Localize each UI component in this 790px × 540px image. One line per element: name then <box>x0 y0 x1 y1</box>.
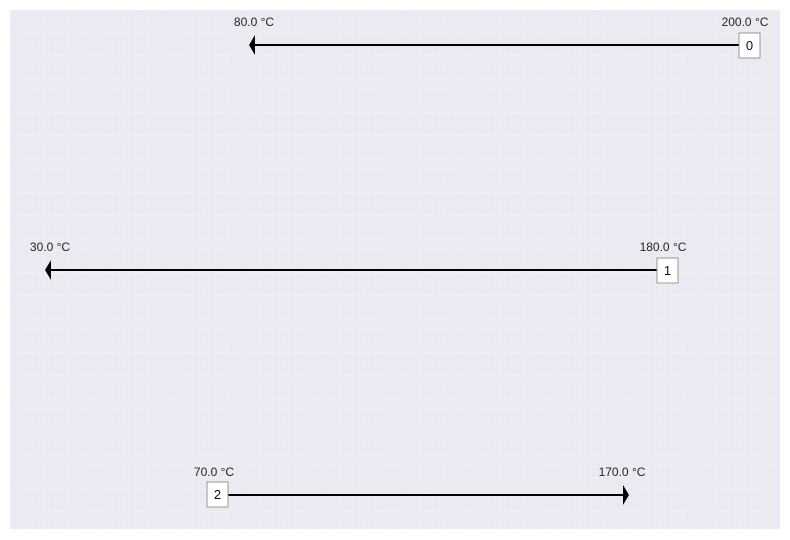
stream-1: 30.0 °C 180.0 °C 1 <box>30 240 687 284</box>
stream-id: 1 <box>664 263 671 278</box>
end-temp-label: 30.0 °C <box>30 240 70 254</box>
start-temp-label: 180.0 °C <box>640 240 687 254</box>
stream-id: 2 <box>214 487 221 502</box>
stream-2: 70.0 °C 170.0 °C 2 <box>194 465 646 508</box>
stream-id-box[interactable] <box>738 32 761 59</box>
arrow-head-left <box>45 260 51 280</box>
stream-id-box[interactable] <box>206 481 229 508</box>
start-temp-label: 70.0 °C <box>194 465 234 479</box>
end-temp-label: 170.0 °C <box>599 465 646 479</box>
stream-id: 0 <box>746 38 753 53</box>
start-temp-label: 200.0 °C <box>722 15 769 29</box>
arrow-head-left <box>249 35 255 55</box>
stream-0: 80.0 °C 200.0 °C 0 <box>234 15 769 59</box>
arrow-head-right <box>623 485 629 505</box>
end-temp-label: 80.0 °C <box>234 15 274 29</box>
stream-id-box[interactable] <box>656 257 679 284</box>
